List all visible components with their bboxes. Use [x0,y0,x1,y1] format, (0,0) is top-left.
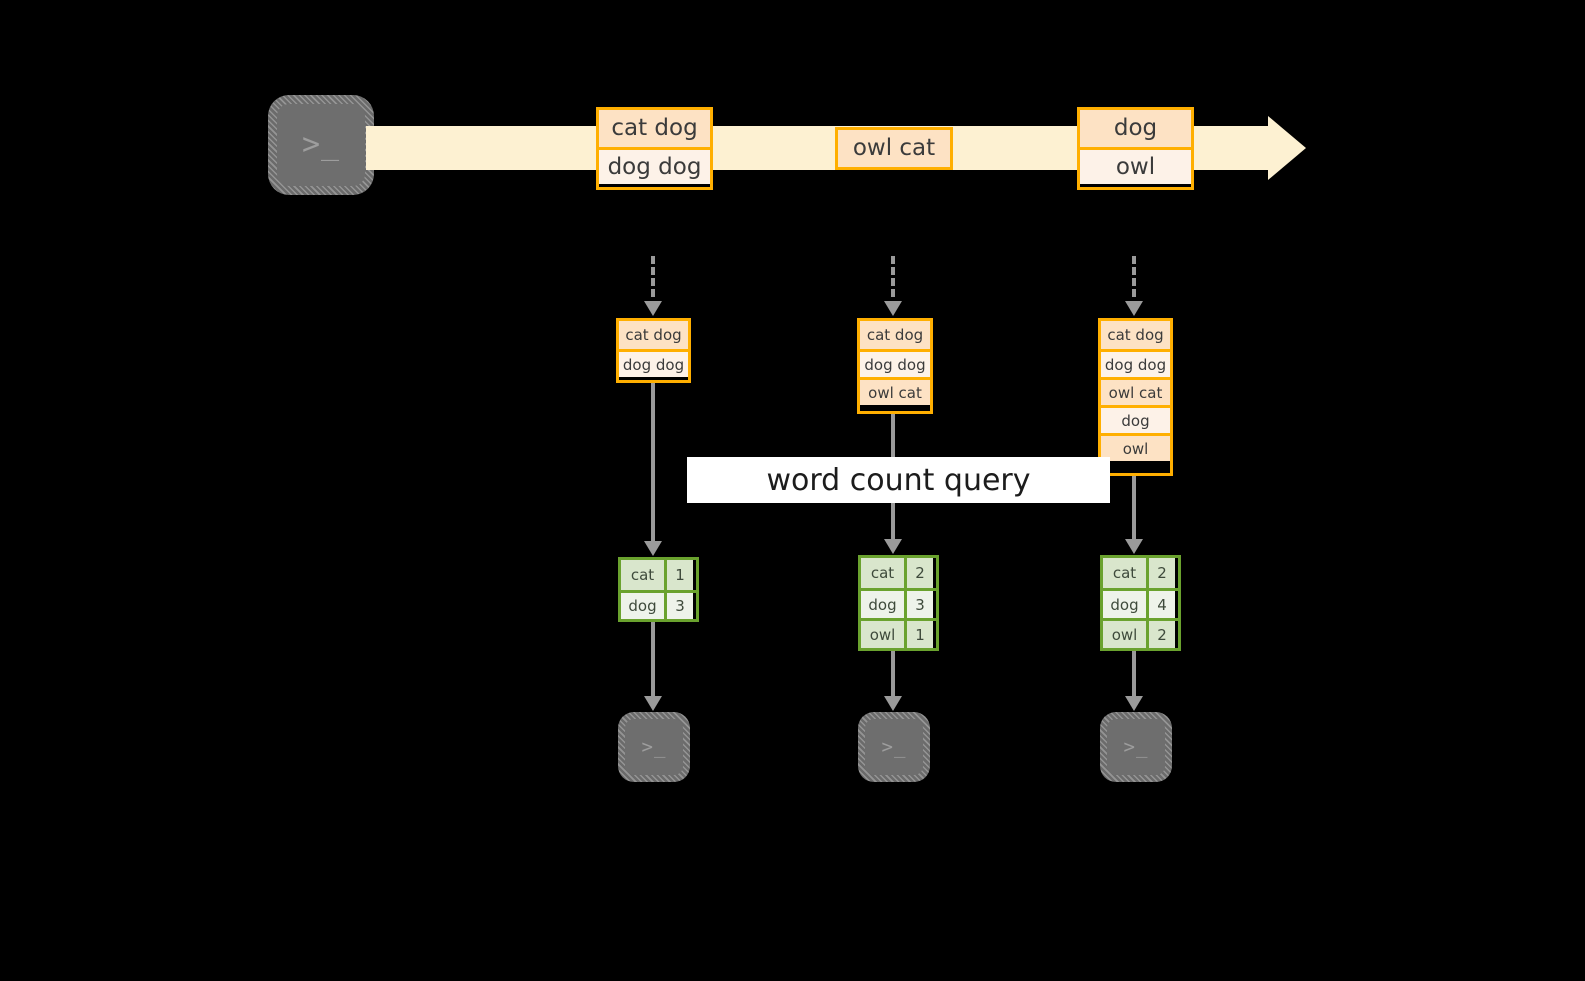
table-cell-word: cat [861,558,907,588]
table-cell-word: owl [1103,621,1149,648]
table-cell-count: 1 [907,621,933,648]
message-row: dog [1101,405,1170,433]
table-cell-count: 1 [667,560,693,590]
message-row: owl cat [860,377,930,405]
sink-terminal-icon-3: >_ [1100,712,1172,782]
output-arrow-1-head [644,696,662,711]
table-cell-word: dog [621,592,667,619]
output-arrow-3-head [1125,696,1143,711]
ingest-arrow-3-line [1132,256,1136,297]
table-cell-word: cat [621,560,667,590]
terminal-prompt-glyph: >_ [881,735,907,758]
message-row: owl cat [1101,377,1170,405]
query-arrow-3-head [1125,539,1143,554]
output-arrow-3-line [1132,651,1136,698]
ingest-arrow-1-line [651,256,655,297]
table-cell-word: owl [861,621,907,648]
terminal-body: >_ [865,719,923,775]
message-row: dog dog [599,146,710,184]
message-row: cat dog [619,321,688,349]
terminal-body: >_ [625,719,683,775]
stream-band-arrowhead [1268,116,1306,180]
sink-terminal-icon-2: >_ [858,712,930,782]
message-row: dog dog [860,349,930,377]
table-cell-word: dog [861,591,907,618]
message-row: dog dog [1101,349,1170,377]
terminal-prompt-glyph: >_ [641,735,667,758]
terminal-prompt-glyph: >_ [1123,735,1149,758]
message-row: owl cat [838,129,950,167]
query-arrow-3-line [1132,476,1136,541]
query-arrow-1-line [651,383,655,543]
source-terminal-icon: >_ [268,95,374,195]
output-arrow-2-line [891,651,895,698]
ingest-arrow-1-head [644,301,662,316]
terminal-body: >_ [1107,719,1165,775]
table-cell-count: 3 [667,592,693,619]
output-arrow-1-line [651,622,655,698]
terminal-prompt-glyph: >_ [301,127,341,162]
table-cell-word: cat [1103,558,1149,588]
table-cell-word: dog [1103,591,1149,618]
message-row: dog dog [619,349,688,377]
table-cell-count: 2 [907,558,933,588]
ingest-arrow-2-line [891,256,895,297]
sink-terminal-icon-1: >_ [618,712,690,782]
ingest-arrow-2-head [884,301,902,316]
message-row: owl [1101,433,1170,461]
output-arrow-2-head [884,696,902,711]
table-cell-count: 3 [907,591,933,618]
message-row: owl [1080,146,1191,184]
query-label-band: word count query [687,457,1110,503]
table-cell-count: 2 [1149,558,1175,588]
query-arrow-2-head [884,539,902,554]
message-row: cat dog [860,321,930,349]
terminal-body: >_ [277,104,365,186]
message-row: cat dog [599,109,710,147]
table-cell-count: 4 [1149,591,1175,618]
stream-batch-2[interactable]: owl cat [835,126,953,170]
message-row: cat dog [1101,321,1170,349]
query-arrow-1-head [644,541,662,556]
message-row: dog [1080,109,1191,147]
query-label-text: word count query [766,462,1031,498]
table-cell-count: 2 [1149,621,1175,648]
ingest-arrow-3-head [1125,301,1143,316]
